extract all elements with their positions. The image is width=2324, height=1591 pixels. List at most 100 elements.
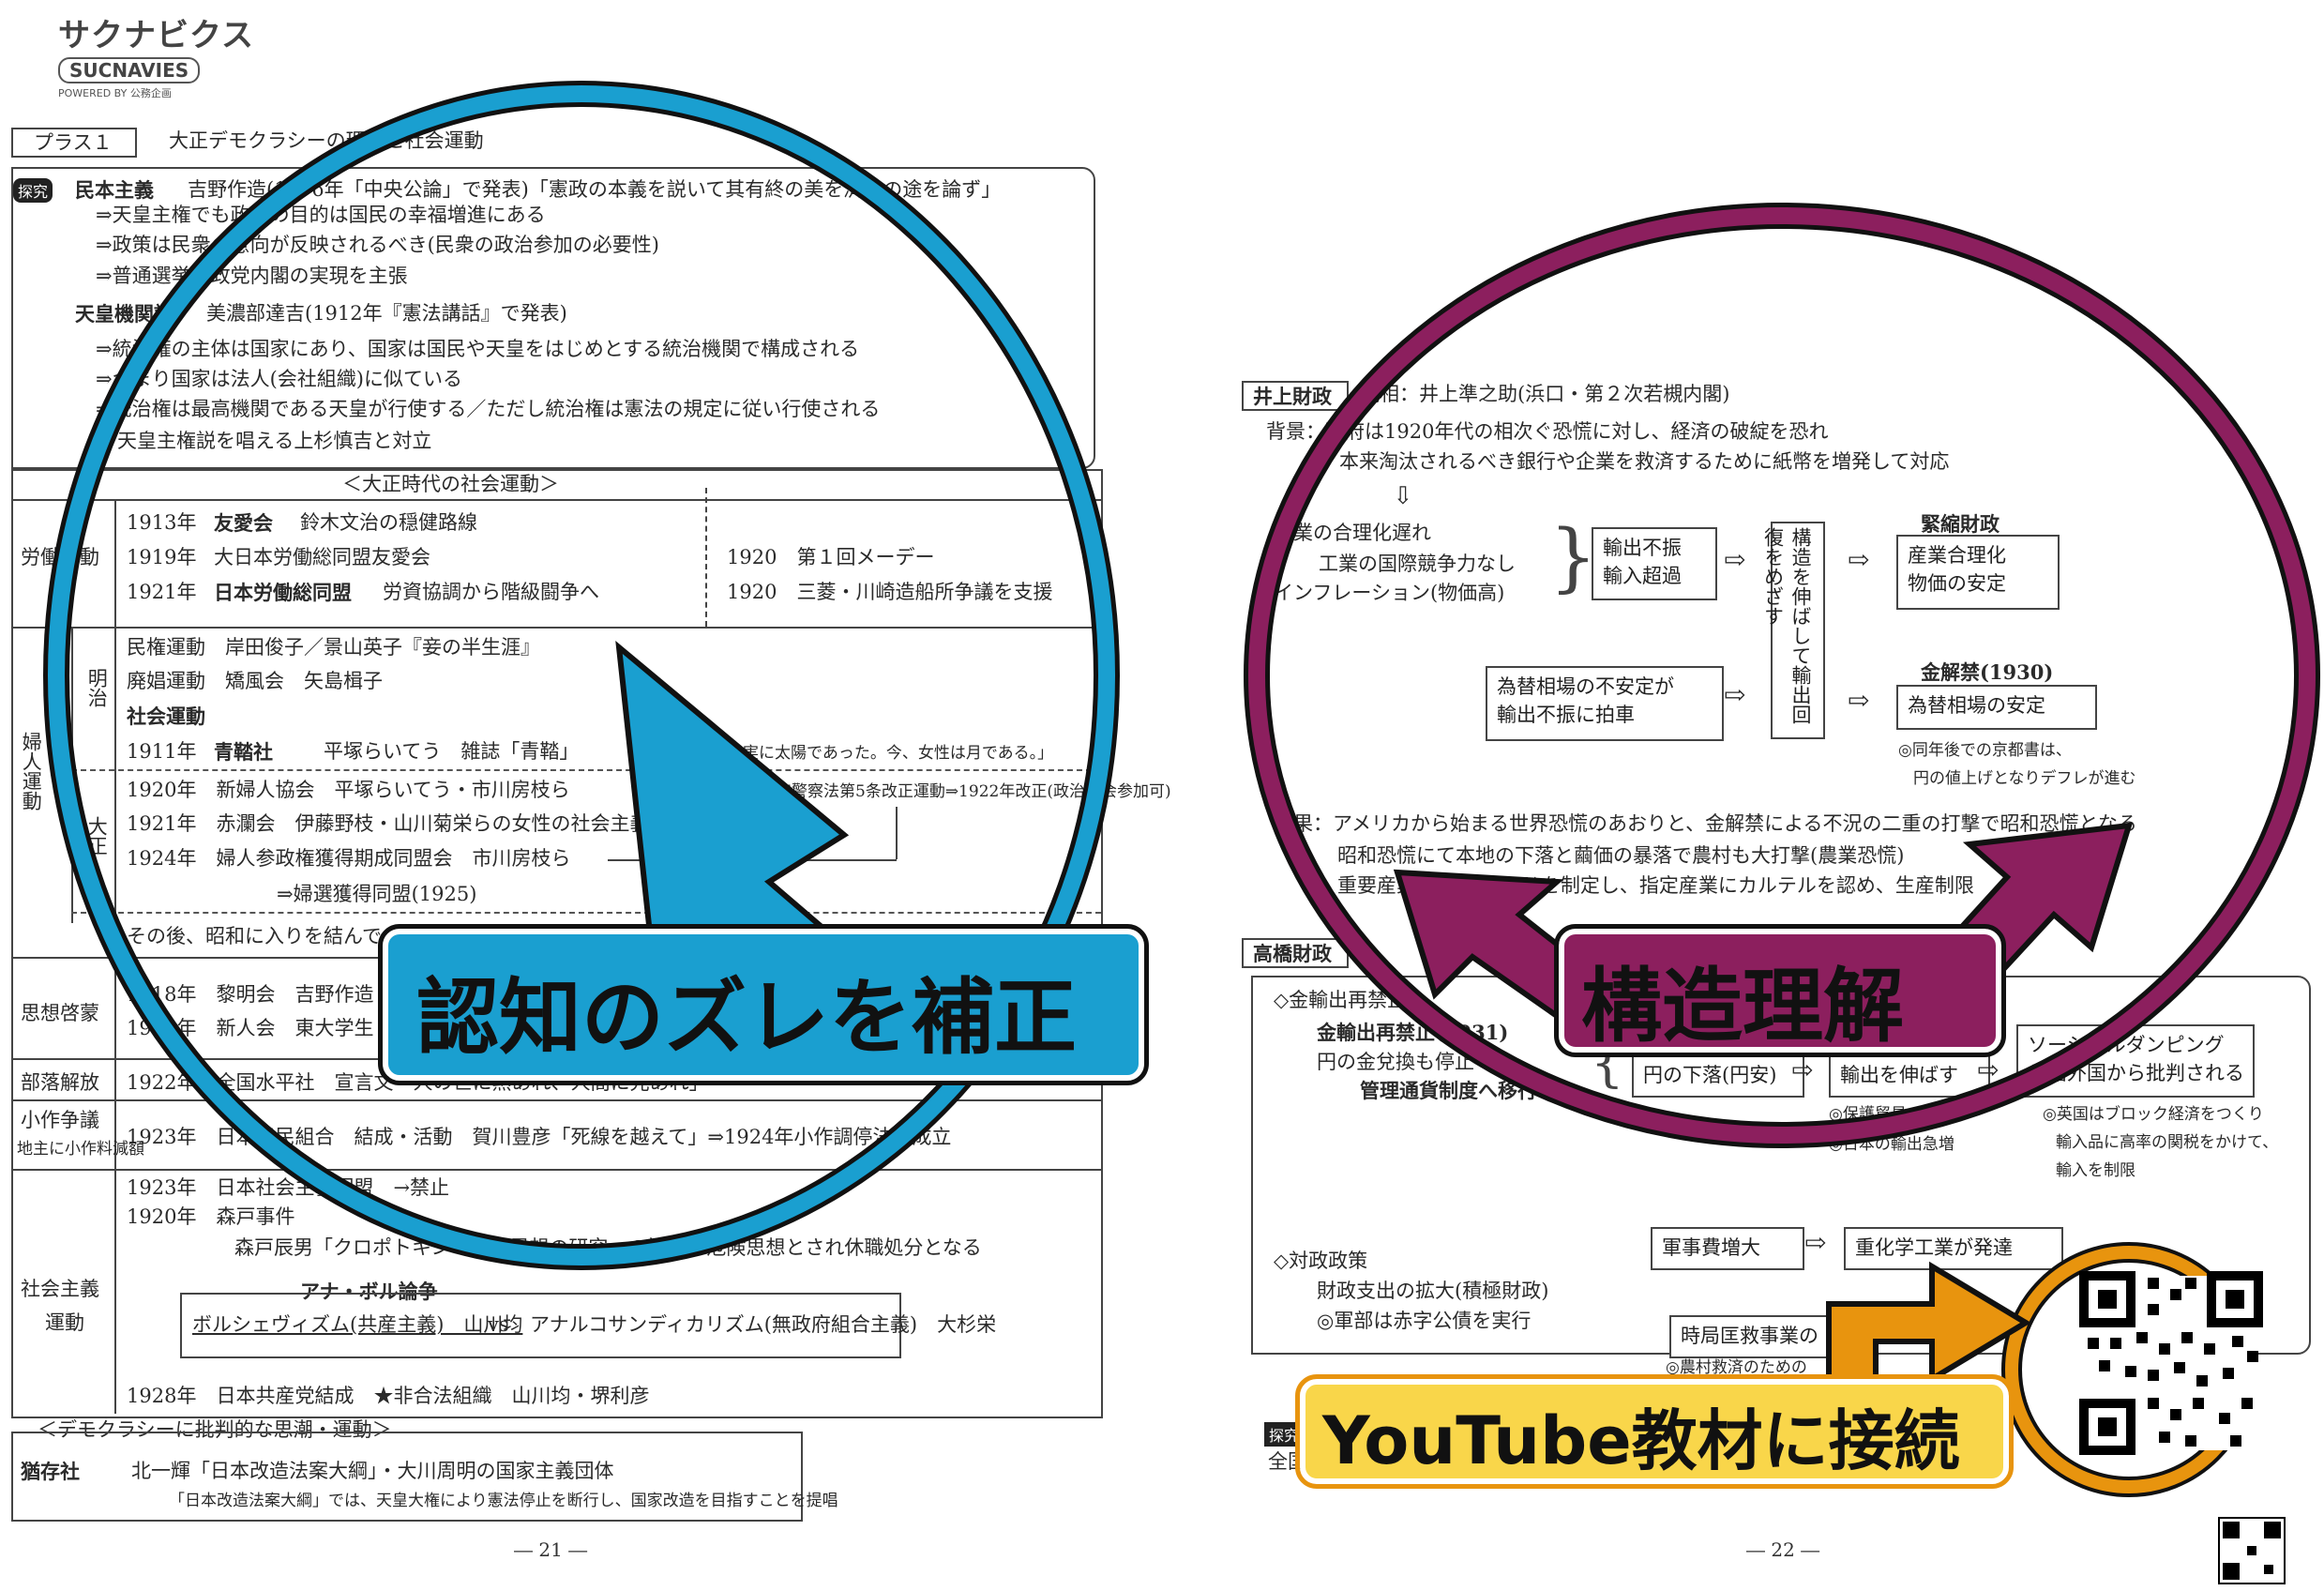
yuzon-label: 猶存社 — [21, 1460, 80, 1483]
taisho-right: 治安警察法第5条改正運動⇒1922年改正(政治集会参加可) — [760, 782, 1171, 801]
taisho-row: 1924年 婦人参政権獲得期成同盟会 市川房枝ら — [127, 847, 571, 870]
zaimin-line: 財政支出の拡大(積極財政) — [1317, 1280, 1549, 1302]
shakai-row: 1920年 森戸事件 — [127, 1205, 295, 1228]
kawase-line: 輸出不振に拍車 — [1497, 704, 1635, 726]
minpon-line: ⇒政策は民衆の意向が反映されるべき(民衆の政治参加の必要性) — [96, 234, 659, 256]
purple-callout: 構造理解 — [1554, 924, 2006, 1057]
seito-org: 青鞜社 — [214, 740, 273, 764]
shiso-row: 1918年 黎明会 吉野作造 — [127, 983, 374, 1006]
labor-desc: 大日本労働総同盟友愛会 — [214, 546, 430, 568]
note-line: 円の値上げとなりデフレが進む — [1913, 769, 2136, 788]
kawase-line: 為替相場の不安定が — [1497, 675, 1674, 698]
qr-code-icon — [2079, 1271, 2263, 1455]
page-number: ― 22 ― — [1746, 1538, 1820, 1561]
kyosan-row: 1928年 日本共産党結成 ★非合法組織 山川均・堺利彦 — [127, 1385, 650, 1407]
logo-powered: POWERED BY 公務企画 — [58, 87, 172, 99]
arrow-right-icon: ⇨ — [1848, 685, 1870, 716]
kosaku-sub: 地主に小作料減額 — [17, 1140, 144, 1159]
labor-year: 1913年 — [127, 511, 197, 534]
kikan-line: ⇒つまり国家は法人(会社組織)に似ている — [96, 368, 462, 390]
arrow-right-icon: ⇨ — [1848, 544, 1870, 575]
labor-right: 1920 第１回メーデー — [727, 546, 935, 568]
kawase-box: 為替相場の不安定が 輸出不振に拍車 — [1486, 666, 1724, 741]
labor-right: 1920 三菱・川崎造船所争議を支援 — [727, 581, 1053, 603]
explore-tag: 探究 — [13, 178, 53, 203]
note-line: ◎同年後での京都書は、 — [1898, 741, 2072, 760]
kikan-line: ⇒統治権の主体は国家にあり、国家は国民や天皇をはじめとする統治機関で構成される — [96, 338, 860, 360]
divider — [705, 488, 707, 627]
kinkai-line: 物価の安定 — [1908, 572, 2006, 595]
labor-desc: 労資協調から階級闘争へ — [383, 581, 599, 603]
note-line: ◎英国はブロック経済をつくり — [2043, 1105, 2264, 1124]
demo-header: ＜デモクラシーに批判的な思潮・運動＞ — [38, 1418, 392, 1441]
labor-year: 1921年 — [127, 581, 197, 603]
meiji-label: 明治 — [85, 668, 109, 707]
note-line: ◎農村救済のための — [1666, 1358, 1807, 1377]
arrow-right-icon: ⇨ — [1724, 544, 1746, 575]
theory-box — [11, 167, 1095, 469]
gunji-box: 軍事費増大 — [1651, 1227, 1804, 1270]
taisho-row: 1921年 赤瀾会 伊藤野枝・山川菊栄らの女性の社会主義団体 — [127, 812, 689, 835]
women-label: 婦人運動 — [20, 732, 43, 811]
meiji-row: 社会運動 — [127, 705, 205, 728]
inoue-tag: 井上財政 — [1253, 385, 1332, 408]
taiseisaku-title: ◇対政政策 — [1274, 1250, 1368, 1272]
kikan-text: 美濃部達吉(1912年『憲法講話』で発表) — [206, 302, 567, 325]
minpon-line: ⇒普通選挙や政党内閣の実現を主張 — [96, 265, 408, 287]
purple-callout-text: 構造理解 — [1581, 960, 1904, 1053]
inoue-tag-box: 井上財政 — [1242, 381, 1349, 411]
kinyu-line: 管理通貨制度へ移行 — [1360, 1079, 1537, 1102]
taisho-sub: ⇒婦選獲得同盟(1925) — [277, 883, 477, 905]
kinyu-line: 円の金兌換も停止 — [1317, 1051, 1474, 1073]
brand-logo: サクナビクス SUCNAVIES POWERED BY 公務企画 — [58, 9, 254, 100]
kinkaikin-box: 為替相場の安定 — [1896, 685, 2097, 730]
divider — [11, 499, 1101, 501]
takahashi-tag: 高橋財政 — [1253, 942, 1332, 965]
arrow-right-icon: ⇨ — [1804, 1227, 1827, 1258]
meiji-row: 廃娼運動 矯風会 矢島楫子 — [127, 670, 383, 692]
kikan-line: ⇒統治権は最高機関である天皇が行使する／ただし統治権は憲法の規定に従い行使される — [96, 398, 881, 420]
divider — [11, 1169, 1101, 1171]
takahashi-tag-box: 高橋財政 — [1242, 938, 1349, 968]
export-box: 輸出不振 輸入超過 — [1592, 527, 1717, 600]
shakai-row: 1923年 日本社会主義同盟 →禁止 — [127, 1176, 450, 1199]
after-text: その後、昭和に入りを結んで… — [127, 925, 401, 947]
blue-circle — [48, 85, 1115, 1265]
blue-callout: 認知のズレを補正 — [378, 924, 1149, 1085]
arrow-right-icon: ⇨ — [1724, 679, 1746, 710]
en-box: 円の下落(円安) — [1632, 1054, 1804, 1098]
haikei: 背景：政府は1920年代の相次ぐ恐慌に対し、経済の破綻を恐れ — [1266, 420, 1829, 443]
kikan-line: 天皇主権説を唱える上杉慎吉と対立 — [117, 430, 432, 452]
inoue-head: 蔵相：井上準之助(浜口・第２次若槻内閣) — [1360, 383, 1730, 405]
labor-year: 1919年 — [127, 546, 197, 568]
seito-year: 1911年 — [127, 740, 197, 763]
haikei2: 本来淘汰されるべき銀行や企業を救済するために紙幣を増発して対応 — [1339, 450, 1950, 473]
minpon-line: ⇒天皇主権でも政府の目的は国民の幸福増進にある — [96, 204, 546, 226]
kinkai-title: 緊縮財政 — [1921, 512, 2000, 536]
orange-callout-text: YouTube教材に接続 — [1322, 1402, 1960, 1479]
yuzon-note: 「日本改造法案大綱」では、天皇大権により憲法停止を断行し、国家改造を目指すことを… — [169, 1492, 838, 1510]
labor-org: 友愛会 — [214, 511, 273, 535]
export-line: 輸出不振 — [1603, 537, 1682, 559]
export-line: 輸入超過 — [1603, 565, 1682, 587]
divider — [11, 627, 1101, 629]
page-number: ― 21 ― — [514, 1538, 588, 1561]
orange-arrow-icon — [1826, 1261, 2031, 1401]
taisho-row: 1920年 新婦人協会 平塚らいてう・市川房枝ら — [127, 779, 570, 801]
down-arrow-icon: ⇩ — [1393, 482, 1413, 510]
note-line: 輸入を制限 — [2056, 1161, 2135, 1180]
cause: インフレーション(物価高) — [1274, 582, 1505, 604]
divider — [11, 1099, 1101, 1101]
jyu-box: 重化学工業が発達 — [1844, 1227, 2063, 1270]
meiji-row: 民権運動 岸田俊子／景山英子『妾の半生涯』 — [127, 636, 540, 659]
labor-desc: 鈴木文治の穏健路線 — [300, 511, 477, 534]
kinkai-box: 産業合理化 物価の安定 — [1896, 535, 2060, 610]
cause: 産業の合理化遅れ — [1274, 522, 1431, 544]
cause: 工業の国際競争力なし — [1319, 553, 1516, 575]
shakai-label: 社会主義 — [21, 1278, 99, 1300]
shakai-label: 運動 — [45, 1311, 84, 1334]
result-line: 昭和恐慌にて本地の下落と繭価の暴落で農村も大打撃(農業恐慌) — [1337, 844, 1905, 867]
orange-callout: YouTube教材に接続 — [1295, 1374, 2014, 1489]
kinkaikin-title: 金解禁(1930) — [1921, 660, 2054, 684]
